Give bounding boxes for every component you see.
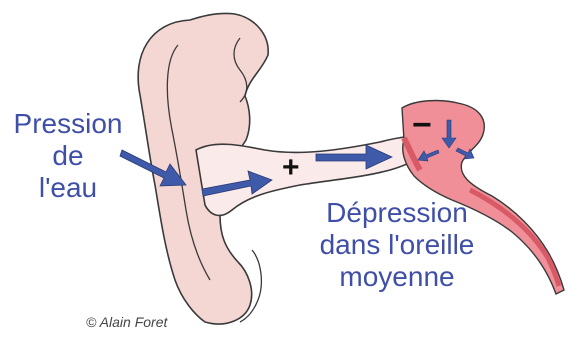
depression-line-2: dans l'oreille [302,229,492,261]
water-pressure-word: Pression [4,108,132,140]
copyright-credit: © Alain Foret [86,314,167,330]
depression-line-1: Dépression [302,197,492,229]
plus-sign: + [282,151,300,185]
water-pressure-word: de [4,140,132,172]
minus-sign: − [412,106,432,145]
middle-ear-depression-label: Dépression dans l'oreille moyenne [302,197,492,294]
depression-line-3: moyenne [302,261,492,293]
water-pressure-word: l'eau [4,172,132,204]
